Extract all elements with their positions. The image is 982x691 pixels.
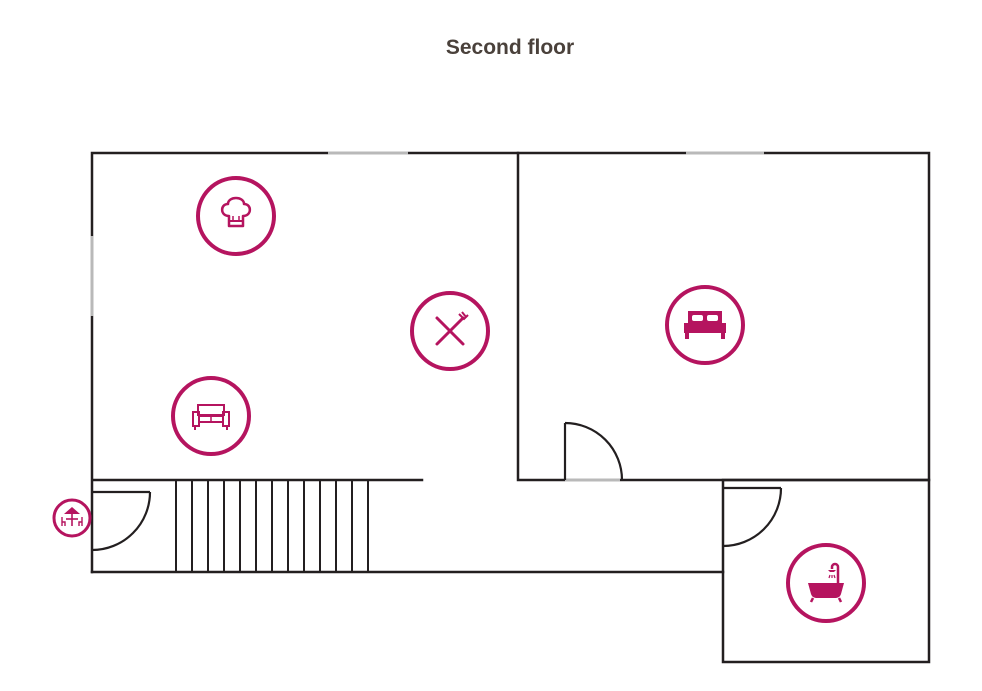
terrace-table-icon — [52, 498, 92, 538]
windows — [90, 151, 764, 482]
bathroom-wall — [721, 478, 931, 664]
sofa-icon — [171, 376, 251, 456]
fork-knife-icon — [410, 291, 490, 371]
bedroom-door — [563, 421, 624, 481]
entrance-door — [91, 490, 152, 552]
doors — [91, 421, 783, 552]
bathroom-door — [722, 486, 783, 548]
staircase — [175, 480, 369, 572]
chef-hat-icon — [196, 176, 276, 256]
bed-icon — [665, 285, 745, 365]
page-title: Second floor — [445, 36, 575, 59]
bathtub-icon — [786, 543, 866, 623]
